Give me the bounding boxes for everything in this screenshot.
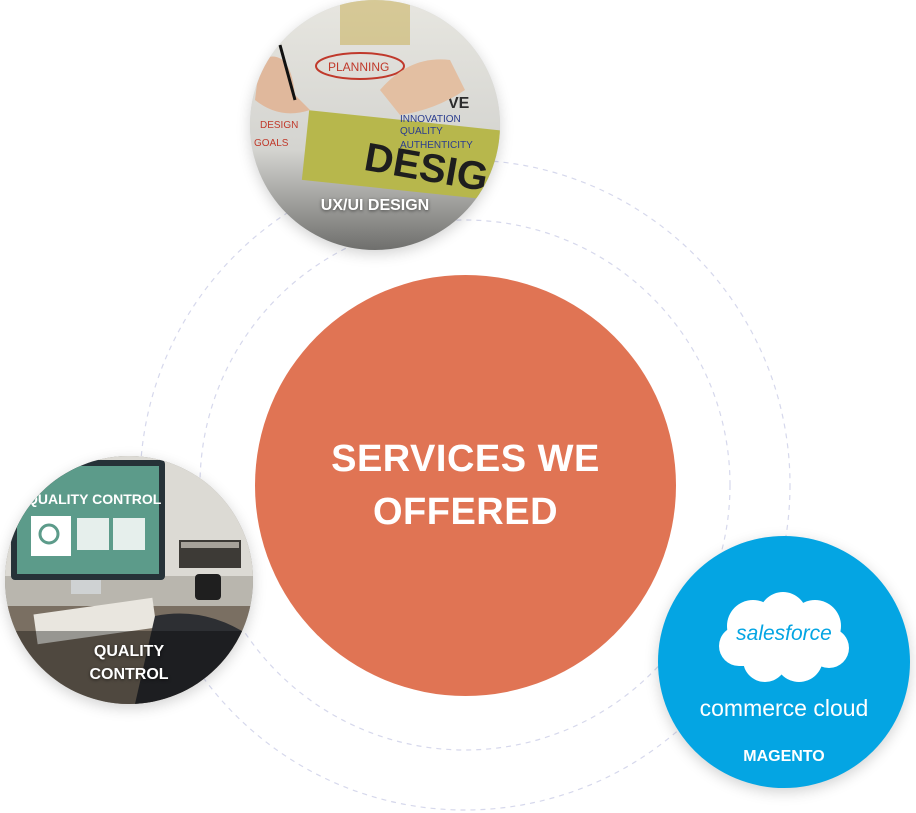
service-quality-control[interactable]: QUALITY CONTROL QUALITY CONTROL	[5, 456, 253, 704]
service-label-quality: QUALITY CONTROL	[89, 643, 169, 683]
service-magento[interactable]: salesforce commerce cloud MAGENTO	[658, 536, 910, 788]
design-planning-photo: DESIG PLANNING VE INNOVATION QUALITY AUT…	[250, 0, 500, 250]
photo-planning-word: PLANNING	[328, 60, 389, 74]
photo-side-note-1: DESIGN	[260, 120, 298, 131]
screen-title: QUALITY CONTROL	[27, 491, 162, 507]
services-center-circle: SERVICES WE OFFERED	[255, 275, 676, 696]
service-ux-ui-design[interactable]: DESIG PLANNING VE INNOVATION QUALITY AUT…	[250, 0, 500, 250]
photo-note-1: INNOVATION	[400, 114, 461, 125]
service-label-ux: UX/UI DESIGN	[320, 197, 430, 214]
photo-side-note-2: GOALS	[254, 138, 289, 149]
photo-note-2: QUALITY	[400, 126, 443, 137]
service-label-magento: MAGENTO	[743, 748, 825, 765]
salesforce-wordmark: salesforce	[736, 622, 832, 645]
quality-control-desk-photo: QUALITY CONTROL	[5, 456, 253, 704]
commerce-cloud-text: commerce cloud	[699, 695, 869, 721]
salesforce-cloud-icon	[719, 592, 849, 682]
services-title: SERVICES WE OFFERED	[331, 437, 600, 533]
photo-ve-word: VE	[448, 95, 470, 112]
photo-note-3: AUTHENTICITY	[400, 140, 473, 151]
